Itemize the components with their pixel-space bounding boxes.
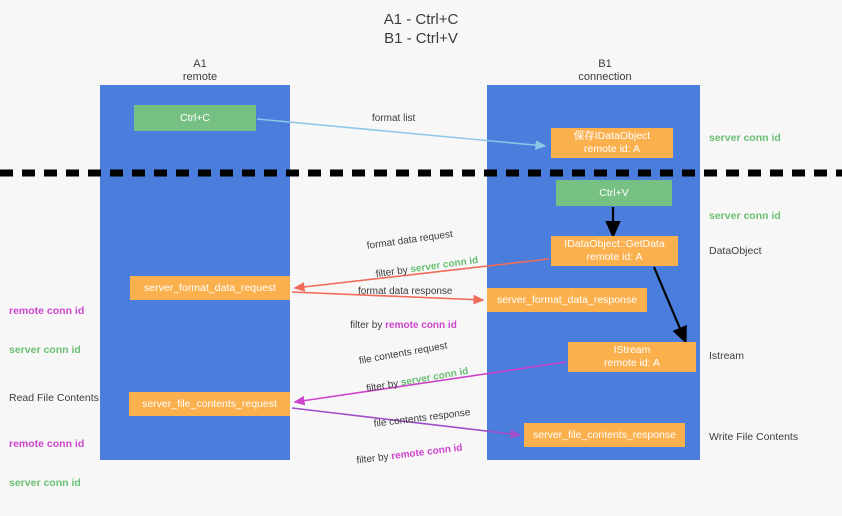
annotation-dataobject: DataObject bbox=[709, 245, 762, 257]
filter-prefix-fdreq: filter by bbox=[375, 264, 412, 281]
box-store-idataobject-line1: 保存IDataObject bbox=[573, 130, 651, 142]
box-server-file-contents-request[interactable]: server_file_contents_request bbox=[129, 392, 290, 416]
box-istream-line2: remote id: A bbox=[603, 357, 661, 369]
edge-label-file-contents-response-filter: filter by remote conn id bbox=[343, 428, 465, 484]
box-server-format-data-request-label: server_format_data_request bbox=[144, 281, 276, 294]
annotation-write-file-contents: Write File Contents bbox=[709, 431, 799, 443]
box-istream[interactable]: IStream remote id: A bbox=[568, 342, 696, 372]
box-server-file-contents-response[interactable]: server_file_contents_response bbox=[524, 423, 685, 447]
box-server-file-contents-response-label: server_file_contents_response bbox=[532, 428, 676, 441]
column-header-a1: A1 remote bbox=[182, 58, 218, 83]
annotation-left-conn-ids-bottom: remote conn id server conn id bbox=[9, 412, 84, 516]
box-ctrl-v-label: Ctrl+V bbox=[599, 186, 629, 199]
box-server-format-data-response-label: server_format_data_response bbox=[496, 293, 638, 306]
filter-highlight-fdres: remote conn id bbox=[385, 320, 457, 331]
box-istream-line1: IStream bbox=[613, 344, 651, 356]
box-store-idataobject[interactable]: 保存IDataObject remote id: A bbox=[551, 128, 673, 158]
column-header-b1: B1 connection bbox=[578, 58, 632, 83]
box-ctrl-c[interactable]: Ctrl+C bbox=[134, 105, 256, 131]
filter-prefix-fcres: filter by bbox=[355, 451, 392, 467]
filter-prefix-fcreq: filter by bbox=[365, 377, 402, 395]
annotation-server-conn-id-left-top: server conn id bbox=[9, 344, 81, 356]
page-title: A1 - Ctrl+C B1 - Ctrl+V bbox=[383, 11, 459, 47]
diagram-canvas: A1 - Ctrl+C B1 - Ctrl+V A1 remote B1 con… bbox=[0, 11, 842, 489]
box-idataobject-getdata-line1: IDataObject::GetData bbox=[564, 238, 665, 250]
box-ctrl-v[interactable]: Ctrl+V bbox=[556, 180, 672, 206]
box-idataobject-getdata[interactable]: IDataObject::GetData remote id: A bbox=[551, 236, 678, 266]
filter-highlight-fcres: remote conn id bbox=[390, 442, 464, 463]
edge-label-format-list: format list bbox=[372, 113, 416, 124]
annotation-server-conn-id-left-bottom: server conn id bbox=[9, 477, 81, 489]
edge-label-format-data-response-filter: filter by remote conn id bbox=[339, 305, 457, 347]
box-server-format-data-response[interactable]: server_format_data_response bbox=[487, 288, 647, 312]
annotation-remote-conn-id-top: remote conn id bbox=[9, 305, 85, 317]
filter-prefix-fdres: filter by bbox=[350, 320, 386, 331]
box-server-file-contents-request-label: server_file_contents_request bbox=[142, 397, 277, 410]
annotation-istream: Istream bbox=[709, 350, 745, 362]
annotation-read-file-contents: Read File Contents bbox=[9, 392, 99, 404]
box-store-idataobject-line2: remote id: A bbox=[583, 143, 641, 155]
box-server-format-data-request[interactable]: server_format_data_request bbox=[130, 276, 290, 300]
annotation-server-conn-id-mid: server conn id bbox=[709, 210, 781, 222]
filter-highlight-fcreq: server conn id bbox=[400, 365, 470, 389]
edge-label-format-data-response: format data response bbox=[358, 286, 453, 297]
annotation-remote-conn-id-bottom: remote conn id bbox=[9, 438, 85, 450]
annotation-server-conn-id-top: server conn id bbox=[709, 132, 781, 144]
filter-highlight-fdreq: server conn id bbox=[409, 254, 480, 276]
box-idataobject-getdata-line2: remote id: A bbox=[586, 251, 643, 263]
box-ctrl-c-label: Ctrl+C bbox=[179, 111, 211, 124]
annotation-left-conn-ids-top: remote conn id server conn id bbox=[9, 279, 84, 383]
